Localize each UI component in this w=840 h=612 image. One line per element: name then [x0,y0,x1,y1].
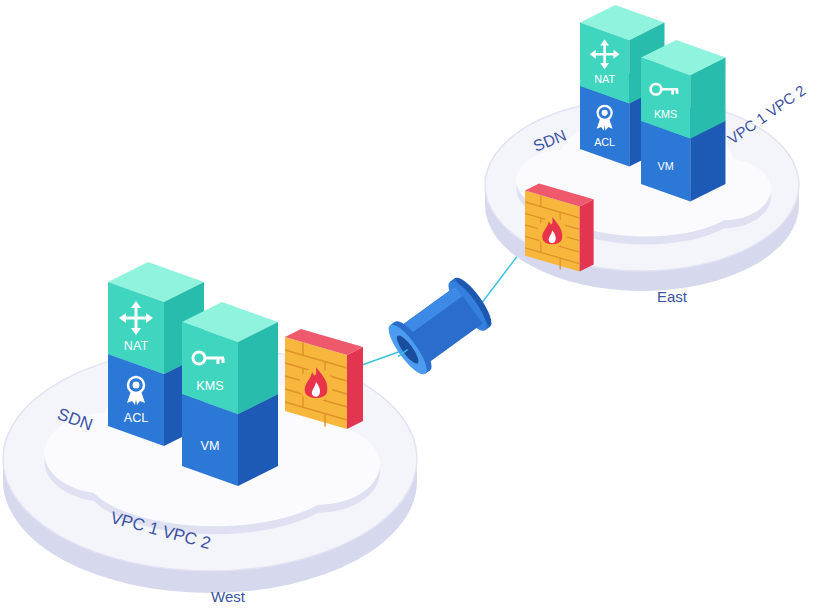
nat-icon [131,301,141,308]
firewall-top [285,329,363,355]
cube-icon [193,352,224,364]
cube-icon [651,84,678,95]
region-platform: SDNVPC 1 VPC 2WestNATKMSACLVM [0,345,420,610]
nat-icon [119,313,126,323]
cube-icon [590,39,620,69]
cube-label: KMS [182,379,238,393]
nat-icon [131,328,141,335]
nat-icon [124,306,148,330]
nat-icon [594,44,615,65]
cube-block [641,40,725,139]
platform-top [3,347,417,571]
label-holder: West [211,588,245,605]
cube-label: KMS [641,108,690,120]
cube-label: ACL [580,136,629,148]
flame [542,217,562,244]
firewall-top [525,184,594,207]
badge-icon [128,377,144,393]
firewall-icon [285,329,363,429]
cube-label: VM [182,439,238,453]
tunnel-pipe [380,273,497,381]
badge-icon [602,110,608,116]
cube-label: NAT [580,73,629,85]
nat-icon [600,63,609,69]
service-cube: KMS [641,40,725,139]
brick-joint [560,258,561,269]
pipe-end [383,320,433,379]
cube-left [580,86,629,167]
brick-line [525,248,580,264]
pipe-hole [394,333,422,366]
region-platform: SDNVPC 1 VPC 2EastNATKMSACLVM [482,95,802,307]
service-cube: KMS [182,302,278,414]
flame-core [312,382,320,397]
cube-icon [119,301,153,335]
cube-label: NAT [108,339,164,353]
region-name: West [211,588,245,605]
flame-core [549,230,556,243]
brick-joint [540,195,541,206]
cube-label: ACL [108,411,164,425]
cube-icon [127,377,145,405]
flame-ground [299,368,333,402]
cube-right [690,121,725,202]
cube-icon [597,106,613,131]
brick-joint [302,342,304,355]
key-icon [205,358,224,364]
firewall-icon [525,184,594,272]
link-wire [398,350,408,357]
cube-label: VM [641,160,690,172]
cube-right [238,394,278,486]
flame-ground [537,218,567,248]
region-name: East [657,288,687,305]
firewall-side [580,199,594,271]
cube-left [108,354,164,446]
label-holder: East [657,288,687,305]
firewall-side [347,347,363,429]
cube-left [182,394,238,486]
flame [305,367,328,398]
nat-icon [600,39,609,45]
cube-left [641,121,690,202]
key-icon [661,89,678,94]
badge-icon [133,382,140,389]
brick-line [285,402,347,420]
nat-icon [146,313,153,323]
nat-icon [590,50,596,59]
key-icon [651,84,662,95]
cube-block [182,302,278,414]
badge-icon [598,106,612,120]
nat-icon [613,50,619,59]
key-icon [193,352,205,364]
brick-joint [324,414,326,427]
